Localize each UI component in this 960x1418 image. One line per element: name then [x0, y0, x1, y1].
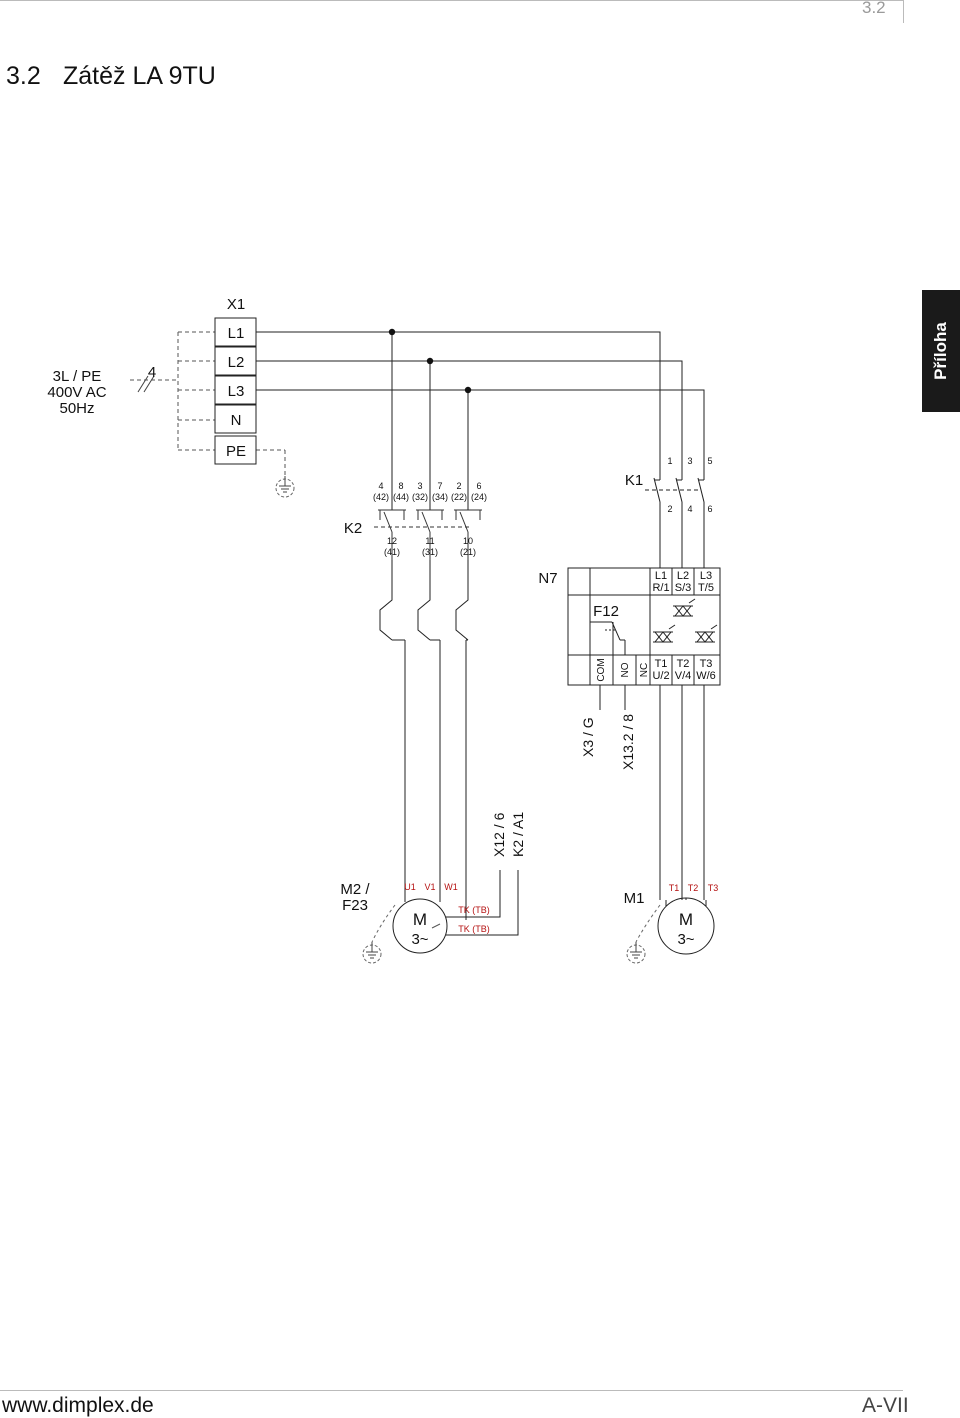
k1-top-1: 1: [667, 456, 672, 466]
k1-top-2: 3: [687, 456, 692, 466]
n7-output-2-a: T2: [677, 658, 690, 670]
relay-contact-nc: NC: [639, 663, 650, 677]
k1-bottom-3: 6: [707, 504, 712, 514]
n7-to-m1-lines: [659, 685, 705, 900]
n7-output-1-b: U/2: [652, 670, 669, 682]
motor-m2-symbol-phase: 3~: [411, 931, 428, 948]
motor-m1-symbol-m: M: [679, 910, 693, 929]
motor-m1-label: M1: [624, 890, 645, 907]
motor-m2-terminal-v1: V1: [424, 882, 435, 892]
supply-label-2: 400V AC: [47, 384, 106, 401]
k2-bottom-alt-2: (31): [422, 547, 438, 557]
k2-to-m2-lines: [379, 560, 469, 880]
footer-website-link[interactable]: www.dimplex.de: [2, 1394, 154, 1417]
n7-output-3-a: T3: [700, 658, 713, 670]
n7-input-2-b: S/3: [675, 582, 692, 594]
terminal-x1-boxes: [214, 317, 257, 465]
section-title: Zátěž LA 9TU: [63, 62, 216, 90]
motor-m1-symbol-phase: 3~: [677, 931, 694, 948]
n7-output-2-b: V/4: [675, 670, 692, 682]
soft-starter-n7-label: N7: [538, 570, 557, 587]
n7-input-3-b: T/5: [698, 582, 714, 594]
ground-icon-m2: [362, 941, 382, 964]
appendix-tab[interactable]: Příloha: [922, 290, 960, 412]
footer-divider: [0, 1390, 903, 1391]
n7-output-1-a: T1: [655, 658, 668, 670]
k1-top-3: 5: [707, 456, 712, 466]
relay-f12-label: F12: [593, 603, 619, 620]
nc-signal-ref: X13.2 / 8: [620, 714, 636, 770]
motor-m1-terminal-t2: T2: [688, 883, 699, 893]
motor-m2-symbol-m: M: [413, 910, 427, 929]
triacs: [652, 598, 718, 643]
motor-m1-terminal-t3: T3: [708, 883, 719, 893]
n7-output-3-b: W/6: [696, 670, 716, 682]
supply-dashed-lines: [130, 331, 286, 478]
n7-input-2-a: L2: [677, 570, 689, 582]
k2-top-alt-3: (32): [412, 492, 428, 502]
terminal-x1-label: X1: [227, 296, 245, 313]
k2-top-num-1: 4: [378, 481, 383, 491]
header-frame: [0, 0, 904, 23]
motor-m2-symbol: [392, 870, 519, 954]
k1-bottom-2: 4: [687, 504, 692, 514]
terminal-x1-pe: PE: [226, 443, 246, 460]
k2-bottom-num-3: 10: [463, 536, 473, 546]
motor-m2-label-1: M2 /: [340, 881, 370, 898]
k2-top-alt-4: (34): [432, 492, 448, 502]
footer-page-ref: A-VII: [862, 1394, 909, 1417]
k2-top-num-4: 7: [437, 481, 442, 491]
contactor-k1-label: K1: [625, 472, 643, 489]
terminal-x1-n: N: [231, 412, 242, 429]
k2-top-num-6: 6: [476, 481, 481, 491]
terminal-x1-l1: L1: [228, 325, 245, 342]
k2-top-num-2: 8: [398, 481, 403, 491]
motor-m2-thermal-1: TK (TB): [458, 905, 490, 915]
junction-dots: [388, 328, 472, 394]
motor-m2-label-2: F23: [342, 897, 368, 914]
relay-contact-no: NO: [620, 662, 631, 677]
k2-top-num-5: 2: [456, 481, 461, 491]
k2-bottom-alt-3: (21): [460, 547, 476, 557]
terminal-x1-l3: L3: [228, 383, 245, 400]
ground-icon-supply: [275, 475, 295, 498]
k2-top-alt-2: (44): [393, 492, 409, 502]
section-number: 3.2: [6, 62, 41, 90]
k1-contacts: [645, 477, 705, 568]
motor-m2-ref-2: K2 / A1: [510, 812, 526, 857]
ground-icon-m1: [626, 941, 646, 964]
n7-input-1-b: R/1: [652, 582, 669, 594]
relay-contact-com: COM: [596, 658, 607, 681]
terminal-x1-l2: L2: [228, 354, 245, 371]
n7-box: [567, 567, 721, 686]
com-signal-ref: X3 / G: [580, 717, 596, 757]
k2-bottom-alt-1: (41): [384, 547, 400, 557]
motor-m2-terminal-u1: U1: [404, 882, 416, 892]
k2-top-alt-1: (42): [373, 492, 389, 502]
motor-m1-terminal-t1: T1: [669, 883, 680, 893]
supply-conductor-count: 4: [148, 364, 156, 381]
motor-m2-ref-1: X12 / 6: [491, 812, 507, 857]
motor-m2-terminal-w1: W1: [444, 882, 458, 892]
supply-label-3: 50Hz: [59, 400, 94, 417]
motor-m2-thermal-2: TK (TB): [458, 924, 490, 934]
supply-label-1: 3L / PE: [53, 368, 102, 385]
n7-input-3-a: L3: [700, 570, 712, 582]
k2-top-alt-5: (22): [451, 492, 467, 502]
k2-bottom-num-2: 11: [425, 536, 434, 546]
header-page-number: 3.2: [862, 0, 886, 17]
k2-top-alt-6: (24): [471, 492, 487, 502]
motor-m1-symbol: [657, 897, 715, 955]
k2-top-num-3: 3: [417, 481, 422, 491]
signal-lines: [599, 685, 626, 710]
contactor-k2-label: K2: [344, 520, 362, 537]
n7-input-1-a: L1: [655, 570, 667, 582]
k1-bottom-1: 2: [667, 504, 672, 514]
k2-contacts: [374, 509, 482, 560]
k2-bottom-num-1: 12: [387, 536, 397, 546]
